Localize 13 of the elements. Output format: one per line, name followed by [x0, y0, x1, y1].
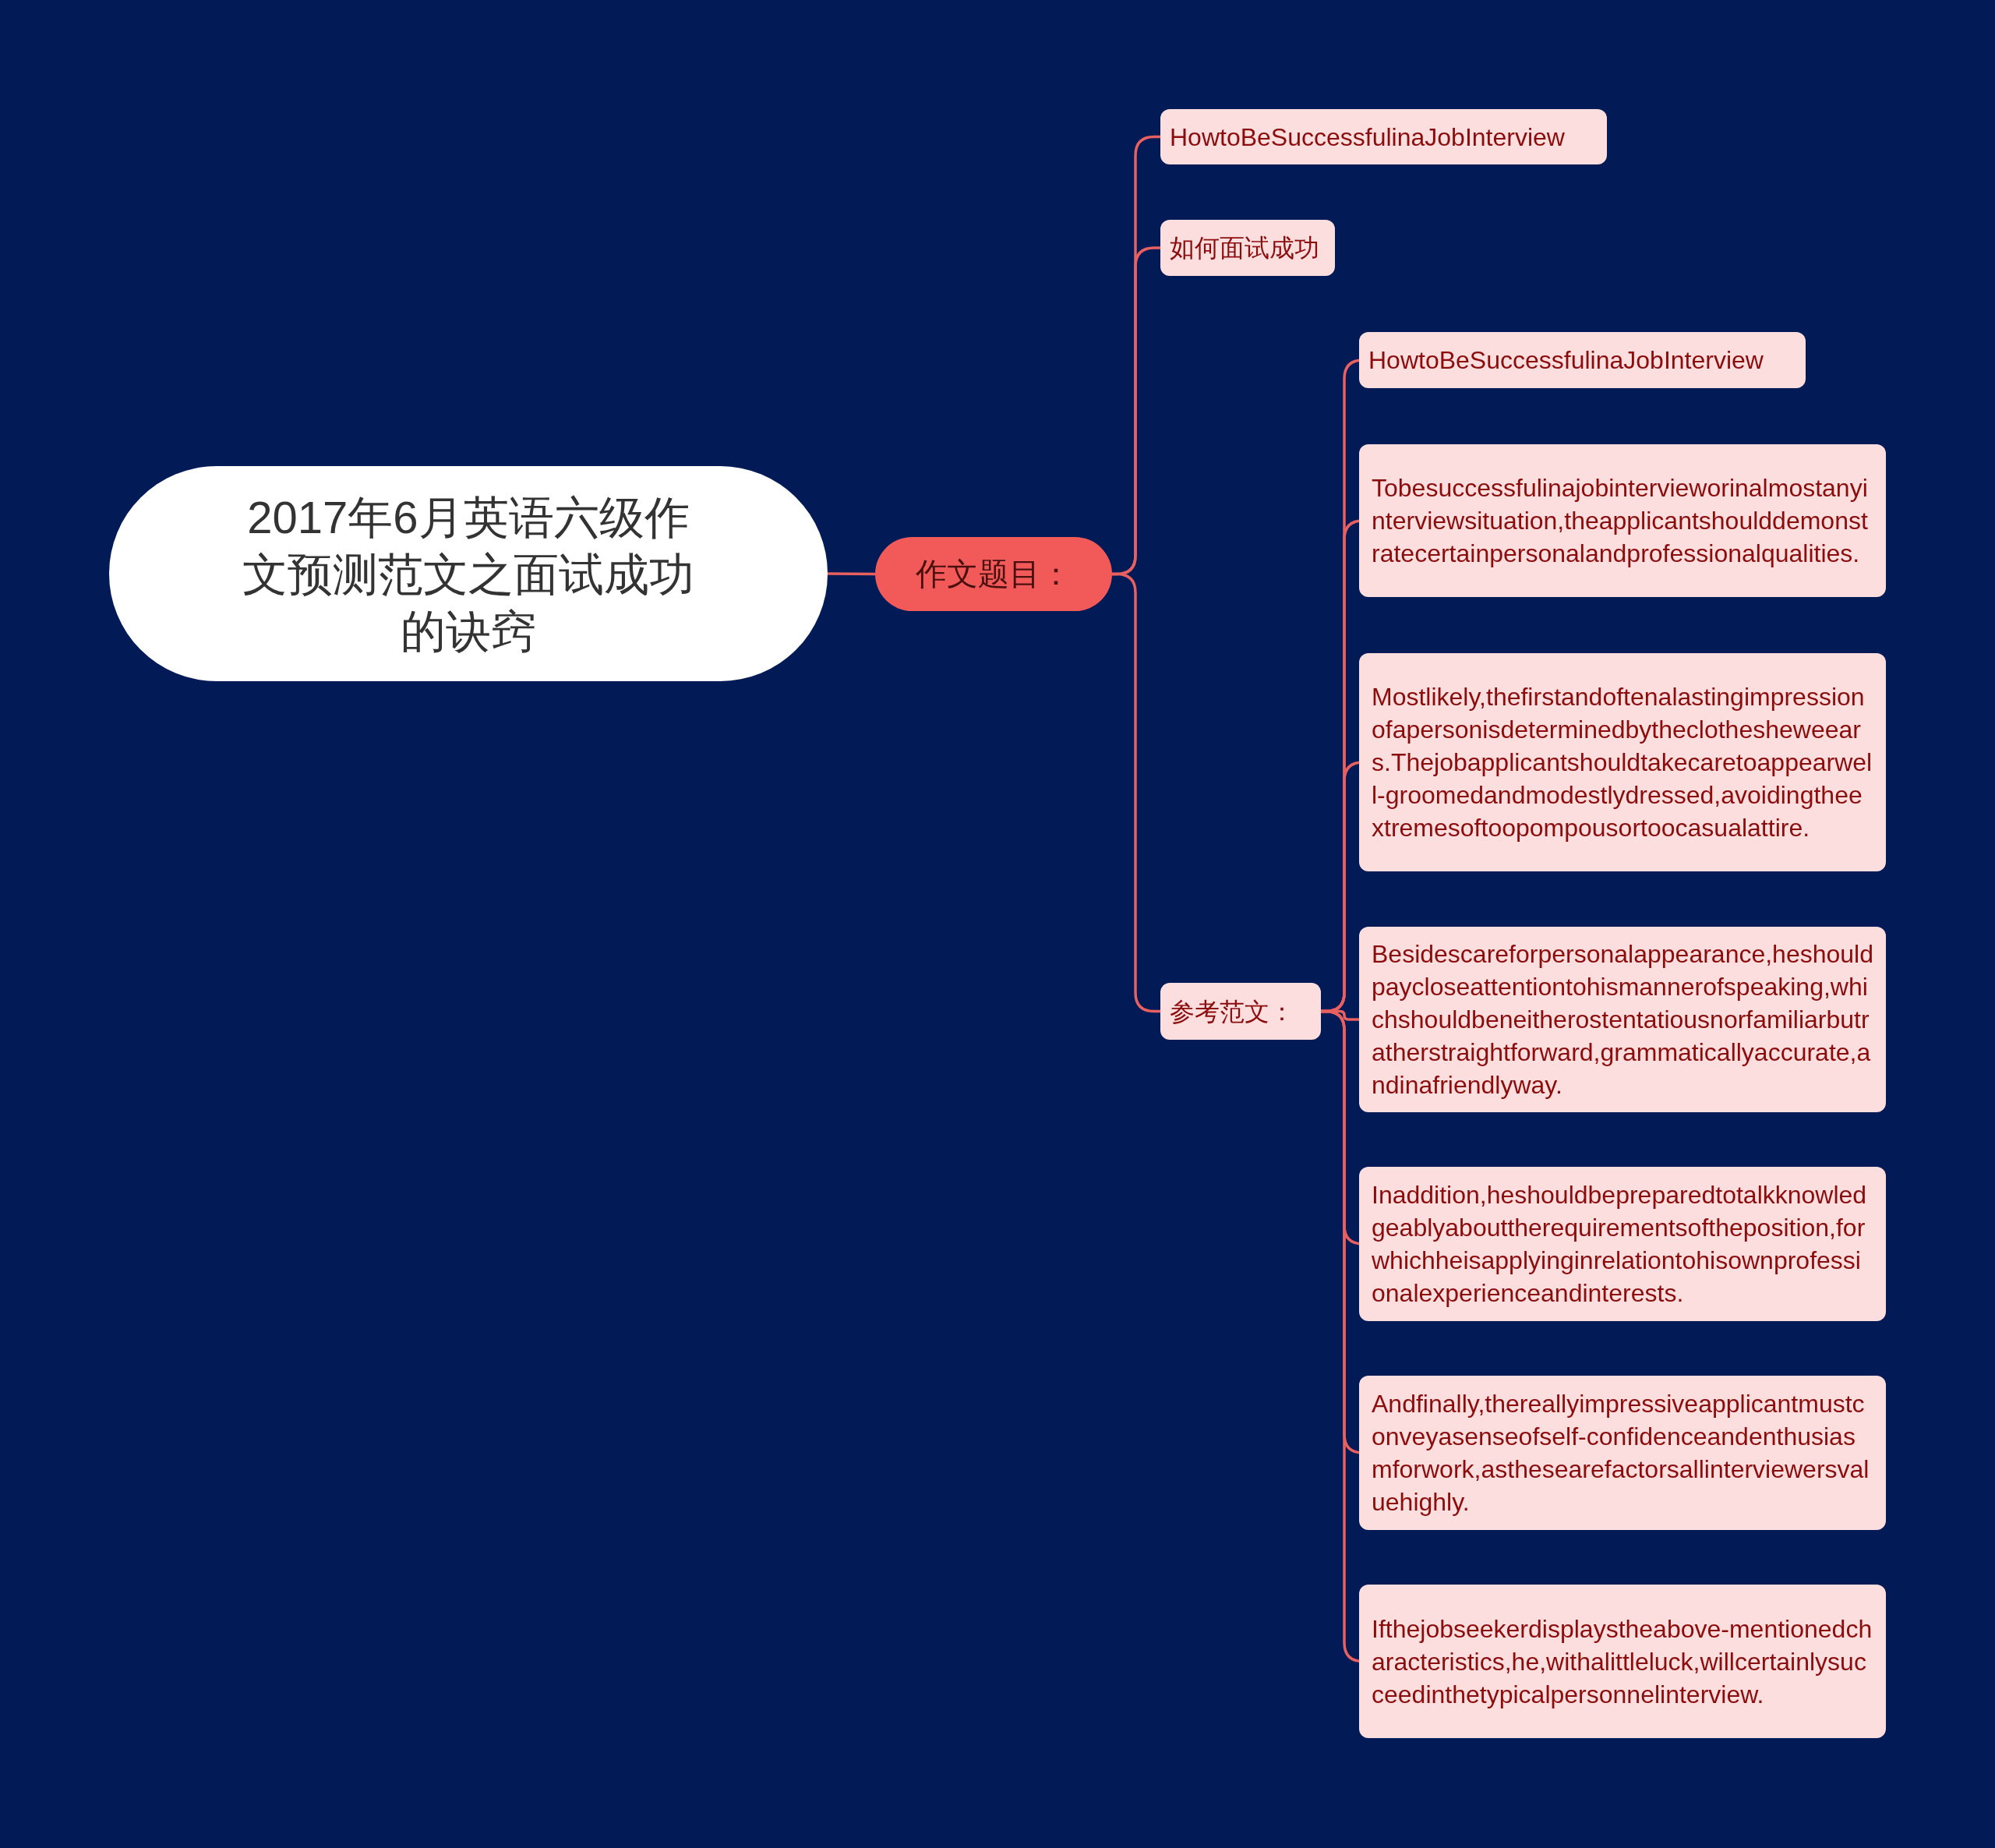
connector-line: [828, 572, 875, 576]
subtopic-box: Mostlikely,thefirstandoftenalastingimpressionofapersonisdeterminedbytheclothesheweears.Thejobapplicantshouldtakecaretoappearwell-groomedandmodestlydressed,avoidingtheextremesoftoopompousortoocasualattire.: [1359, 653, 1886, 871]
subtopic-box: Besidescareforpersonalappearance,heshouldpaycloseattentiontohismannerofspeaking,whichshouldbeneitherostentatiousnorfamiliarbutratherstraightforward,grammaticallyaccurate,andinafriendlyway.: [1359, 927, 1886, 1112]
topic-box: 作文题目：: [875, 537, 1112, 611]
subtopic-box: Tobesuccessfulinajobintervieworinalmostanyinterviewsituation,theapplicantshoulddemonstratecertainpersonalandprofessionalqualities.: [1359, 444, 1886, 597]
subtopic-box: Andfinally,thereallyimpressiveapplicantmustconveyasenseofself-confidenceandenthusiasmforwork,asthesearefactorsallinterviewersvaluehighly.: [1359, 1376, 1886, 1530]
subtopic-box: 如何面试成功: [1160, 220, 1335, 276]
subtopic-box: Ifthejobseekerdisplaystheabove-mentionedcharacteristics,he,withalittleluck,willcertainlysucceedinthetypicalpersonnelinterview.: [1359, 1585, 1886, 1738]
subtopic-box: Inaddition,heshouldbepreparedtotalkknowledgeablyabouttherequirementsoftheposition,forwhichheisapplyinginrelationtohisownprofessionalexperienceandinterests.: [1359, 1167, 1886, 1321]
central-topic-box: 2017年6月英语六级作文预测范文之面试成功的诀窍: [109, 466, 828, 681]
subtopic-box: 参考范文：: [1160, 983, 1321, 1040]
subtopic-box: HowtoBeSuccessfulinaJobInterview: [1359, 332, 1806, 388]
subtopic-box: HowtoBeSuccessfulinaJobInterview: [1160, 109, 1607, 164]
